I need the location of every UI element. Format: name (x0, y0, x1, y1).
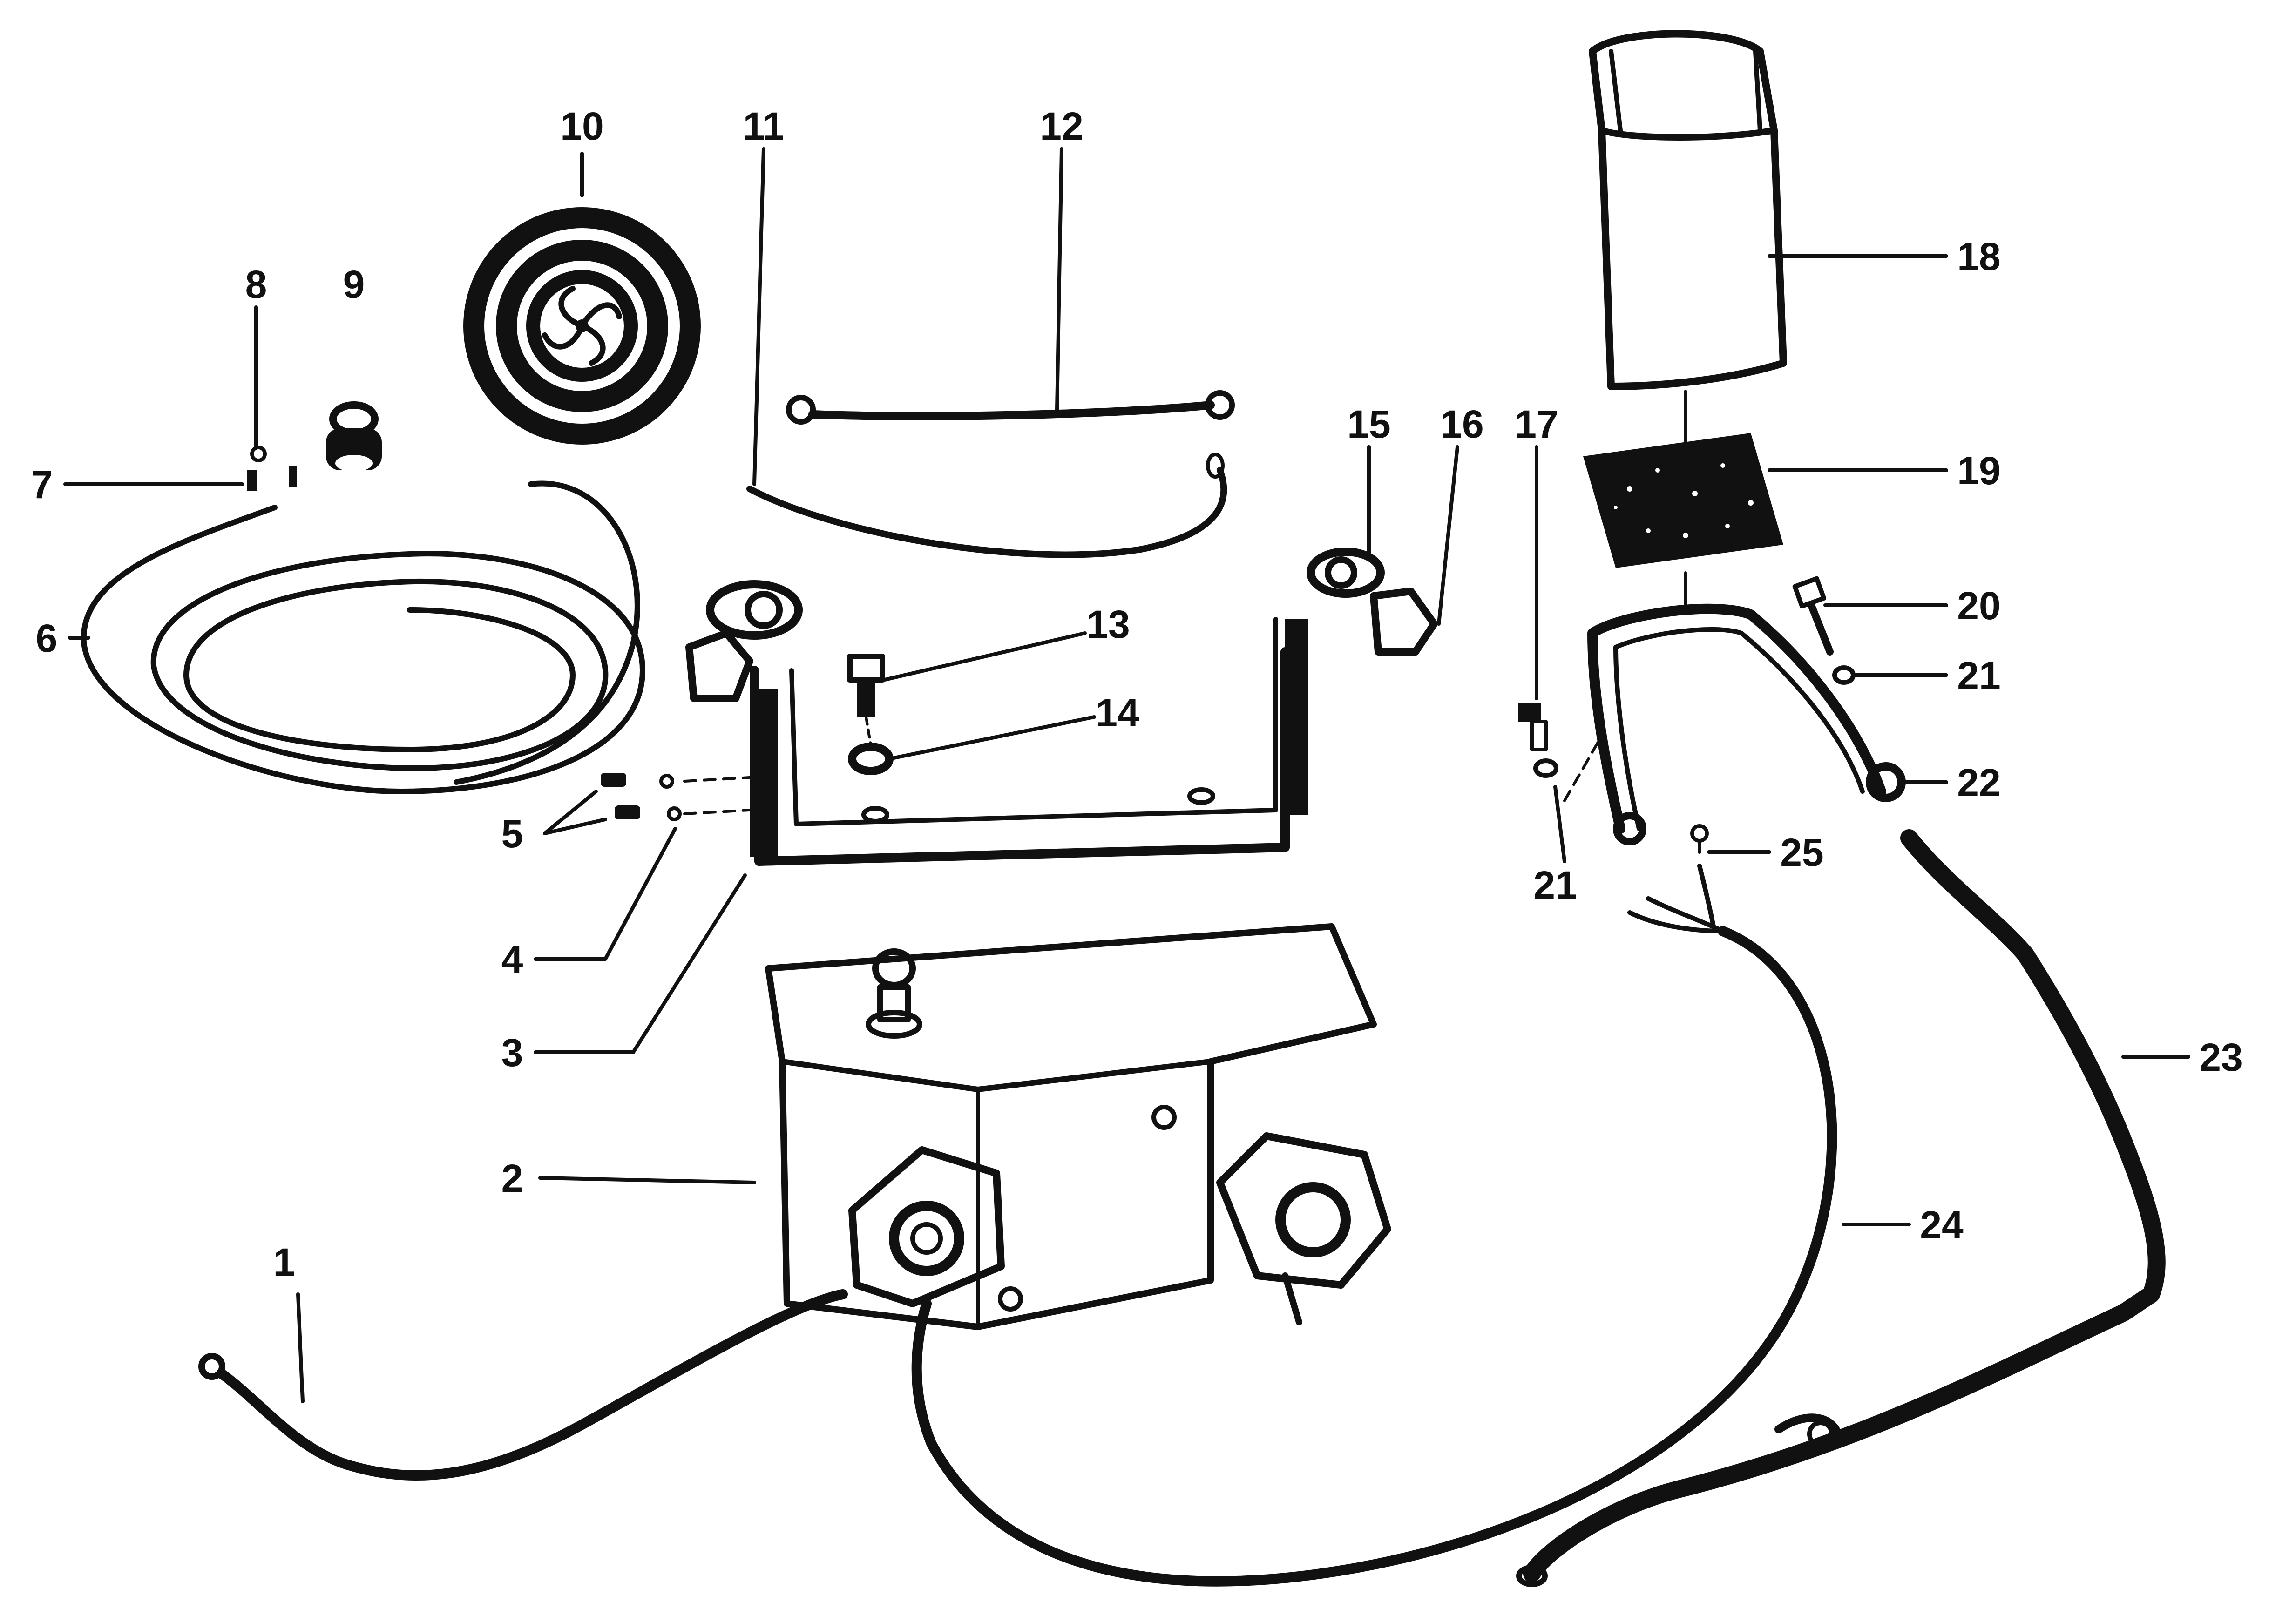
callout-20: 20 (1957, 584, 2000, 628)
callout-18: 18 (1957, 235, 2000, 278)
callout-12: 12 (1040, 104, 1083, 148)
part-17-bolt (1518, 703, 1558, 778)
callout-21-lower: 21 (1533, 863, 1577, 907)
part-3-mounting-bracket (685, 548, 1438, 866)
part-24-cable (911, 896, 1837, 1587)
part-18-battery (1589, 30, 1787, 390)
callout-8: 8 (245, 263, 267, 306)
part-25-terminal (1690, 824, 1716, 929)
callout-3: 3 (501, 1031, 523, 1075)
callout-4: 4 (501, 938, 523, 981)
part-7-8-terminals (247, 446, 297, 491)
part-22-battery-strap (1587, 603, 1906, 845)
callout-25: 25 (1780, 831, 1823, 874)
callout-1: 1 (273, 1240, 295, 1284)
callout-13: 13 (1086, 602, 1130, 646)
callout-24: 24 (1920, 1203, 1964, 1247)
callout-21-upper: 21 (1957, 654, 2000, 697)
callout-7: 7 (31, 463, 53, 507)
callout-22: 22 (1957, 761, 2000, 804)
callout-19: 19 (1957, 449, 2000, 493)
callout-17: 17 (1515, 402, 1558, 446)
callout-9: 9 (343, 263, 365, 306)
callout-23: 23 (2199, 1035, 2242, 1079)
part-12-strap-cable (786, 390, 1235, 425)
part-6-coiled-cable (81, 480, 645, 794)
part-2-junction-box (765, 923, 1391, 1330)
callout-2: 2 (501, 1156, 523, 1200)
part-9-cap (326, 401, 382, 472)
callout-6: 6 (36, 616, 58, 660)
callout-14: 14 (1096, 691, 1139, 735)
part-11-cable (746, 453, 1227, 558)
part-10-seal-disc (463, 207, 701, 445)
callout-labels: 1 2 3 4 5 6 7 8 9 10 11 12 13 14 15 16 1… (31, 104, 2243, 1284)
leader-lines (63, 147, 2190, 1403)
part-1-ground-cable (198, 1289, 848, 1481)
part-23-support-rod (1516, 829, 2166, 1587)
callout-16: 16 (1440, 402, 1483, 446)
part-13-14-bolt-washer (847, 654, 894, 775)
callout-5: 5 (501, 812, 523, 856)
part-19-pad (1583, 433, 1783, 568)
callout-11: 11 (743, 104, 785, 148)
callout-15: 15 (1347, 402, 1390, 446)
assembly-guide-lines (1563, 390, 1687, 802)
part-4-5-screws (601, 773, 751, 821)
callout-10: 10 (560, 104, 603, 148)
